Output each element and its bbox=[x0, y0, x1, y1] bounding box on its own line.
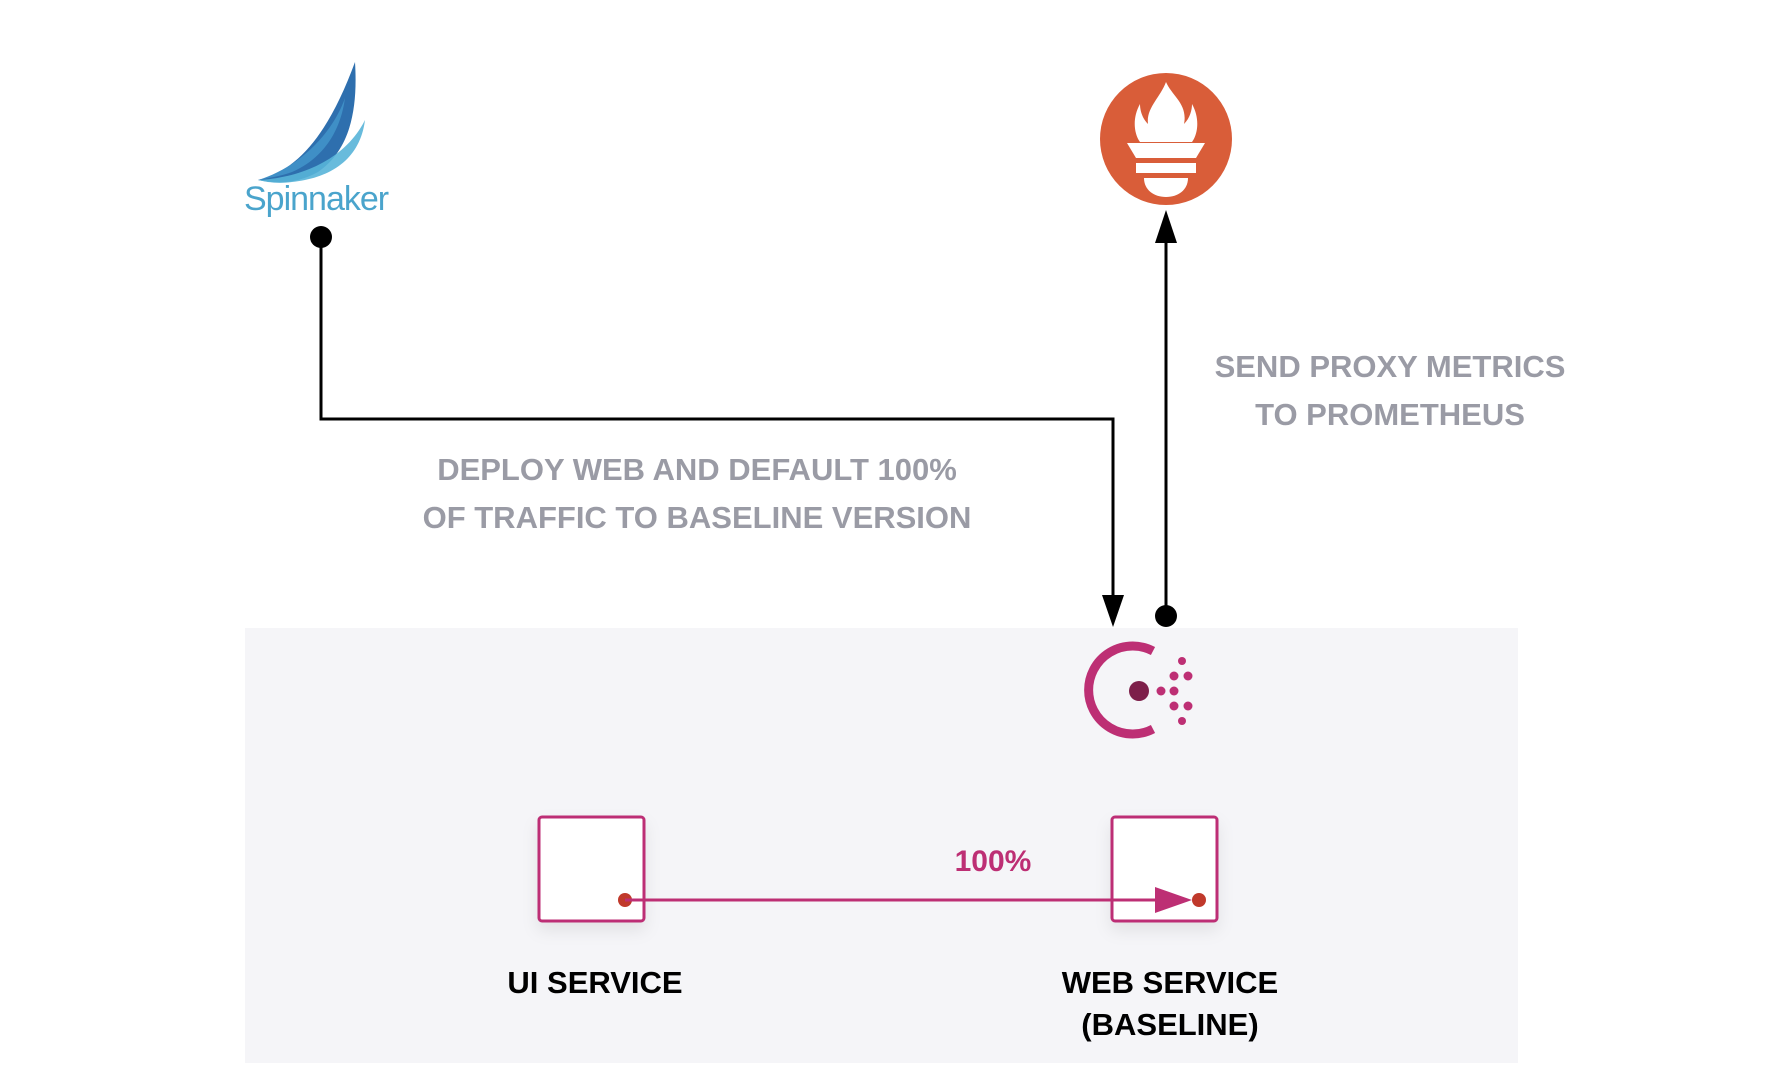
prometheus-logo bbox=[1100, 73, 1232, 205]
web-service-label-line2: (BASELINE) bbox=[1081, 1007, 1258, 1042]
traffic-arrowhead bbox=[1155, 887, 1192, 913]
traffic-percent-label: 100% bbox=[955, 845, 1032, 878]
deploy-annotation-line2: OF TRAFFIC TO BASELINE VERSION bbox=[423, 500, 972, 535]
deploy-annotation-line1: DEPLOY WEB AND DEFAULT 100% bbox=[437, 452, 957, 487]
ui-service-label: UI SERVICE bbox=[507, 965, 682, 1000]
metrics-connector bbox=[1155, 210, 1177, 627]
metrics-annotation: SEND PROXY METRICS TO PROMETHEUS bbox=[1215, 349, 1566, 432]
metrics-annotation-line1: SEND PROXY METRICS bbox=[1215, 349, 1566, 384]
sail-icon bbox=[258, 62, 365, 183]
deploy-connector bbox=[310, 226, 1124, 627]
ui-service-node[interactable] bbox=[537, 815, 646, 923]
arrowhead-up bbox=[1155, 210, 1177, 243]
consul-logo bbox=[1084, 641, 1193, 739]
service-mesh-panel bbox=[245, 628, 1518, 1063]
web-service-node[interactable] bbox=[1110, 815, 1219, 923]
consul-dots-icon bbox=[1156, 657, 1193, 725]
traffic-edge bbox=[625, 887, 1192, 913]
deploy-annotation: DEPLOY WEB AND DEFAULT 100% OF TRAFFIC T… bbox=[423, 452, 972, 535]
web-service-endpoint-dot bbox=[1192, 893, 1206, 907]
consul-core-dot bbox=[1129, 681, 1149, 701]
arrowhead-down bbox=[1102, 595, 1124, 627]
metrics-annotation-line2: TO PROMETHEUS bbox=[1255, 397, 1525, 432]
web-service-label-line1: WEB SERVICE bbox=[1062, 965, 1278, 1000]
spinnaker-logo: Spinnaker bbox=[244, 62, 390, 218]
spinnaker-wordmark: Spinnaker bbox=[244, 180, 389, 218]
torch-flame-icon bbox=[1127, 82, 1205, 197]
